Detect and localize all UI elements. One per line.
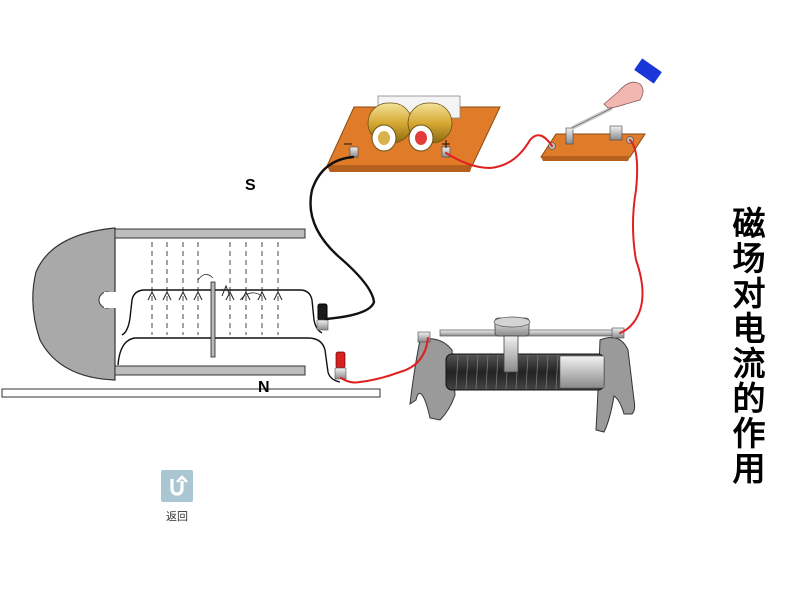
battery-terminal-right [441, 140, 451, 158]
u-turn-arrow-icon[interactable] [161, 470, 193, 502]
wire-red-battery-switch [445, 134, 553, 170]
back-button[interactable]: 返回 [159, 470, 195, 528]
wires [309, 134, 644, 384]
rheostat-stand-right [595, 337, 636, 433]
pole-bar-top [114, 228, 306, 239]
force-arrow [221, 284, 231, 297]
battery-holder [326, 95, 501, 172]
magnet-apparatus [1, 227, 381, 398]
terminal-black [316, 303, 329, 331]
field-direction-arrows [147, 290, 283, 301]
conductor-rod [210, 281, 216, 358]
rheostat-slide-bar [439, 329, 621, 337]
base-board [1, 388, 381, 398]
wire-red-rheostat-magnet [340, 337, 429, 384]
terminal-red [334, 351, 347, 380]
rheostat [409, 316, 636, 433]
rail-wire-lower [117, 337, 341, 383]
wire-red-switch-rheostat [619, 139, 644, 334]
page-title: 磁场对电流的作用 [727, 206, 766, 486]
pole-label-s: S [245, 177, 256, 194]
battery-cell-left [367, 102, 413, 152]
wire-black [309, 155, 376, 321]
conductor-curl [197, 274, 263, 301]
battery-cell-right [407, 102, 453, 152]
hand-icon [603, 58, 662, 109]
horseshoe-magnet-body [32, 227, 116, 381]
knife-switch [540, 58, 662, 161]
rheostat-slider [493, 316, 531, 373]
magnetic-field-lines [151, 242, 279, 335]
pole-label-n: N [258, 379, 270, 396]
back-label[interactable]: 返回 [166, 510, 188, 523]
rail-wire-upper [121, 289, 323, 336]
pole-bar-bottom [114, 365, 306, 376]
